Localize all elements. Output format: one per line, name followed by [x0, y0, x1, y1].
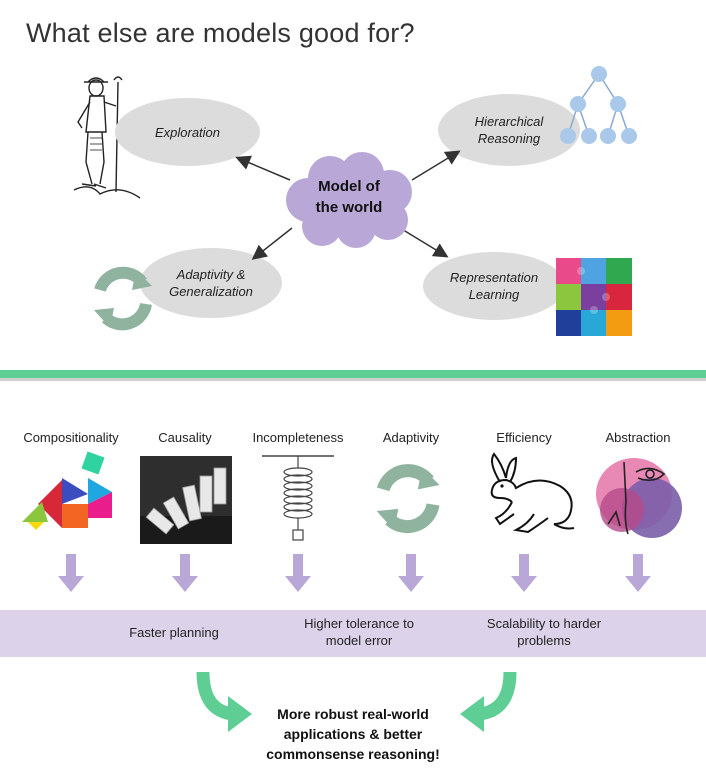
down-arrow [625, 554, 651, 592]
concept-adaptivity: Adaptivity [382, 430, 440, 445]
concept-abstraction: Abstraction [605, 430, 671, 445]
down-arrow [398, 554, 424, 592]
rabbit-sketch [490, 452, 575, 534]
benefit-faster-planning: Faster planning [129, 625, 219, 640]
cycle-icon [94, 266, 152, 331]
page-title: What else are models good for? [26, 18, 415, 48]
abstract-face-art [596, 458, 682, 538]
concept-incompleteness: Incompleteness [252, 430, 344, 445]
section-divider-shadow [0, 378, 706, 381]
puzzle-icon [556, 258, 632, 336]
down-arrows [58, 554, 651, 592]
curved-arrows [196, 671, 517, 732]
connector-arrows [235, 150, 461, 260]
concept-efficiency: Efficiency [496, 430, 552, 445]
down-arrow [285, 554, 311, 592]
down-arrow [58, 554, 84, 592]
spring-icon [262, 455, 334, 541]
concept-causality: Causality [158, 430, 212, 445]
dominoes-photo [140, 456, 232, 544]
down-arrow [172, 554, 198, 592]
down-arrow [511, 554, 537, 592]
adaptivity-cycle-icon [376, 464, 440, 534]
concept-compositionality: Compositionality [23, 430, 119, 445]
node-exploration: Exploration [115, 98, 260, 166]
tree-icon [560, 66, 637, 144]
benefits-band [0, 610, 706, 657]
world-model-cloud [286, 152, 412, 248]
section-divider [0, 370, 706, 378]
tangram-icon [22, 451, 112, 530]
outcome-text: More robust real-world applications & be… [266, 706, 440, 762]
